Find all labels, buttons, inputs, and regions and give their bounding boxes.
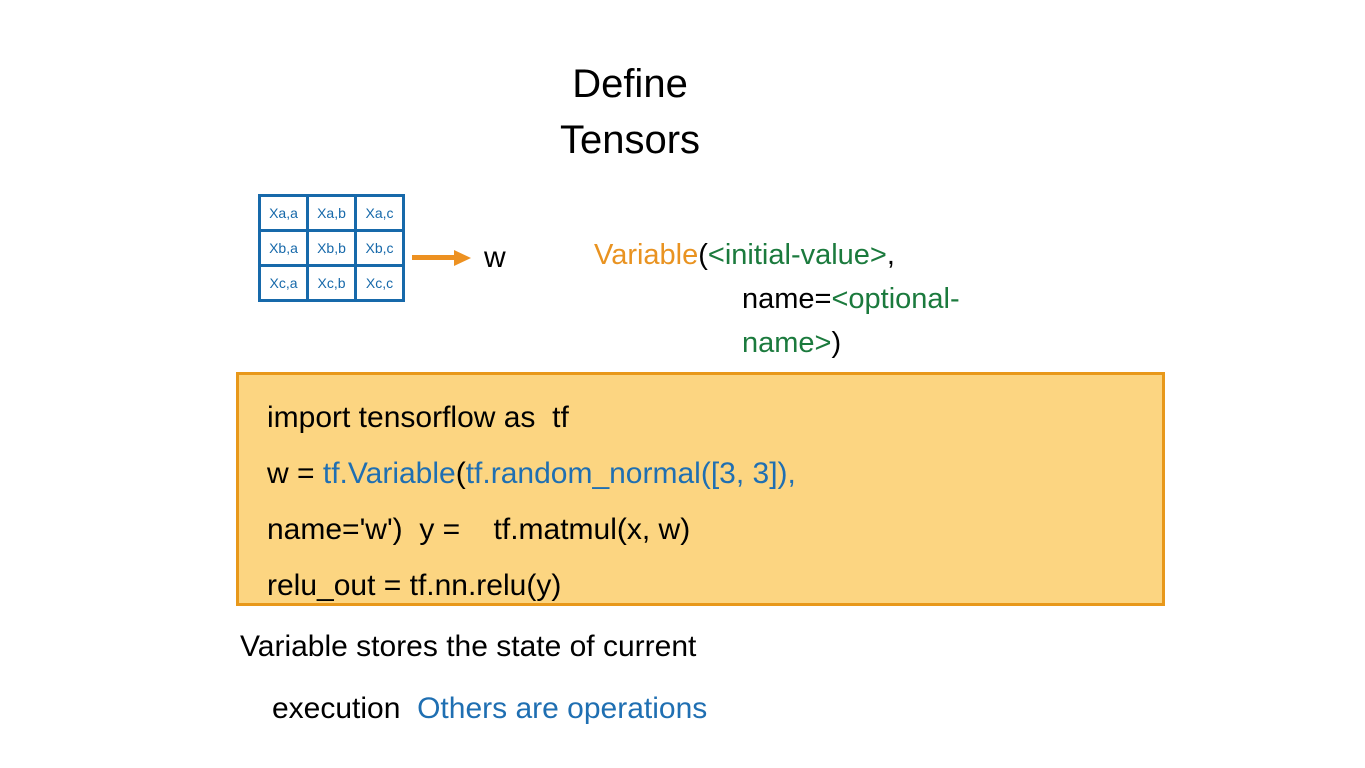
footer-operations-text: Others are operations xyxy=(417,692,708,725)
footer-line-1: Variable stores the state of current xyxy=(240,630,697,663)
page-title: Define Tensors xyxy=(430,56,830,168)
arrow-shaft xyxy=(412,255,456,260)
signature-optional-name-part1: <optional- xyxy=(831,283,960,315)
matrix-cell: Xc,a xyxy=(258,264,309,302)
signature-close-paren: ) xyxy=(831,327,842,359)
code-line-1: import tensorflow as tf xyxy=(267,401,569,434)
matrix-cell: Xc,c xyxy=(354,264,405,302)
signature-name-keyword: name= xyxy=(742,283,832,315)
matrix-cell: Xa,b xyxy=(306,194,357,232)
signature-optional-name-part2: name> xyxy=(742,327,832,359)
title-line-2: Tensors xyxy=(559,118,701,162)
code-line-2-paren: ( xyxy=(455,457,466,490)
footer-execution-text: execution xyxy=(272,692,418,725)
matrix-cell: Xa,c xyxy=(354,194,405,232)
code-line-3: name='w') y = tf.matmul(x, w) xyxy=(267,513,691,546)
signature-fn-name: Variable xyxy=(594,239,699,271)
variable-signature: Variable(<initial-value>, name=<optional… xyxy=(594,233,1064,365)
matrix-cell: Xb,b xyxy=(306,229,357,267)
arrow-head xyxy=(454,250,471,266)
signature-line-1: Variable(<initial-value>, xyxy=(594,233,1064,277)
footer-line-2: execution Others are operations xyxy=(272,688,707,730)
output-variable-label: w xyxy=(484,241,506,274)
title-line-1: Define xyxy=(572,62,688,106)
table-row: Xb,a Xb,b Xb,c xyxy=(258,229,405,267)
matrix-cell: Xb,c xyxy=(354,229,405,267)
matrix-cell: Xa,a xyxy=(258,194,309,232)
tensor-matrix: Xa,a Xa,b Xa,c Xb,a Xb,b Xb,c Xc,a Xc,b … xyxy=(258,194,405,302)
signature-line-2: name=<optional- xyxy=(594,277,1064,321)
signature-open-paren: ( xyxy=(698,239,708,271)
matrix-cell: Xb,a xyxy=(258,229,309,267)
signature-initial-value: <initial-value> xyxy=(707,239,887,271)
matrix-cell: Xc,b xyxy=(306,264,357,302)
table-row: Xa,a Xa,b Xa,c xyxy=(258,194,405,232)
code-block: import tensorflow as tf w = tf.Variable(… xyxy=(236,372,1165,606)
code-line-4: relu_out = tf.nn.relu(y) xyxy=(267,569,562,602)
code-line-2-random-normal: tf.random_normal([3, 3]), xyxy=(465,457,796,490)
code-line-2-assign: w = xyxy=(267,457,323,490)
code-line-2-tf-variable: tf.Variable xyxy=(322,457,456,490)
signature-comma: , xyxy=(886,239,895,271)
table-row: Xc,a Xc,b Xc,c xyxy=(258,264,405,302)
signature-line-3: name>) xyxy=(594,321,1064,365)
right-arrow-icon xyxy=(412,250,474,266)
code-line-2: w = tf.Variable(tf.random_normal([3, 3])… xyxy=(267,446,1152,502)
code-block-lines: import tensorflow as tf w = tf.Variable(… xyxy=(267,390,1152,614)
